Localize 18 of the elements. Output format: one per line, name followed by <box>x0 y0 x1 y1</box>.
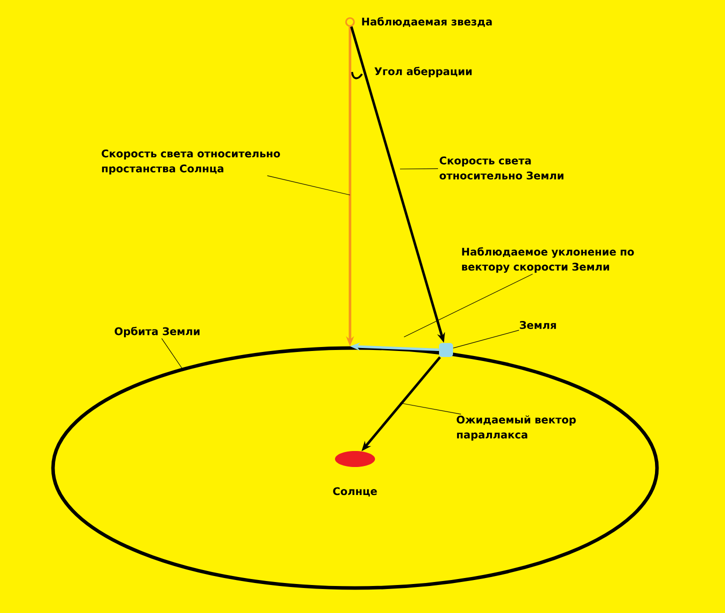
caption-text: Наблюдаемая звезда <box>362 17 492 27</box>
leader-line <box>267 175 350 196</box>
leader-line <box>400 168 438 170</box>
label-text: Наблюдаемое уклонение по вектору скорости Земли <box>462 247 634 273</box>
leader-line <box>452 330 520 348</box>
earth-marker <box>439 343 453 357</box>
sun-disc <box>335 451 375 467</box>
label-text: Земля <box>520 321 556 329</box>
label-text: Ожидаемый вектор параллакса <box>456 415 576 441</box>
label-text: Скорость света относительно Земли <box>440 156 564 180</box>
leader-line <box>400 402 462 414</box>
orbit-ellipse <box>51 346 659 590</box>
angle-label: Угол аберрации <box>374 66 472 78</box>
leader-line <box>404 274 533 338</box>
label-text: Скорость света относительно простанства Солнца <box>102 150 280 174</box>
leader-line <box>161 338 182 368</box>
caption-text: Солнце <box>333 487 377 496</box>
label-text: Орбита Земли <box>114 326 200 338</box>
